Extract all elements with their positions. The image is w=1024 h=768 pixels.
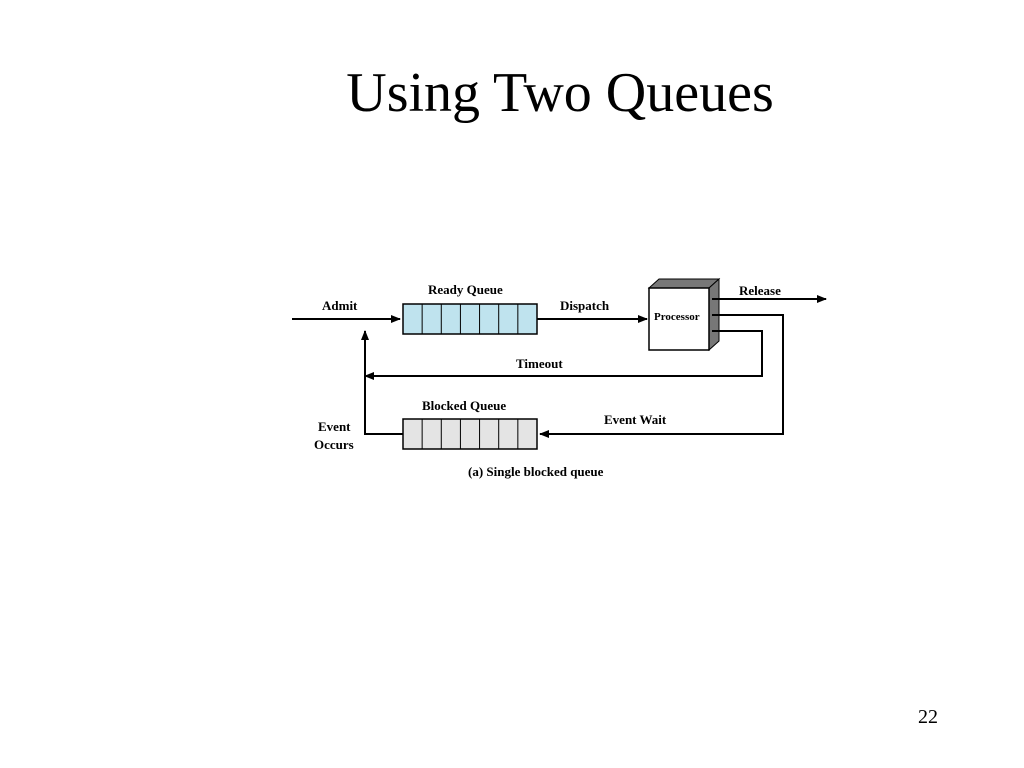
timeout-label: Timeout — [516, 356, 563, 371]
page-number: 22 — [918, 706, 938, 728]
release-label: Release — [739, 283, 781, 298]
admit-label: Admit — [322, 298, 358, 313]
ready-queue — [402, 303, 538, 335]
blocked-queue-label: Blocked Queue — [422, 398, 506, 413]
dispatch-label: Dispatch — [560, 298, 610, 313]
event-wait-arrow — [539, 314, 784, 438]
slide-title: Using Two Queues — [346, 62, 774, 124]
processor-label: Processor — [654, 311, 700, 323]
event-occurs-label-line1: Event — [318, 419, 351, 434]
diagram-caption: (a) Single blocked queue — [468, 464, 604, 479]
event-wait-label: Event Wait — [604, 412, 667, 427]
ready-queue-label: Ready Queue — [428, 282, 503, 297]
timeout-arrow — [364, 330, 763, 380]
event-occurs-label-line2: Occurs — [314, 437, 354, 452]
blocked-queue — [402, 418, 538, 450]
event-occurs-arrow — [361, 330, 403, 435]
